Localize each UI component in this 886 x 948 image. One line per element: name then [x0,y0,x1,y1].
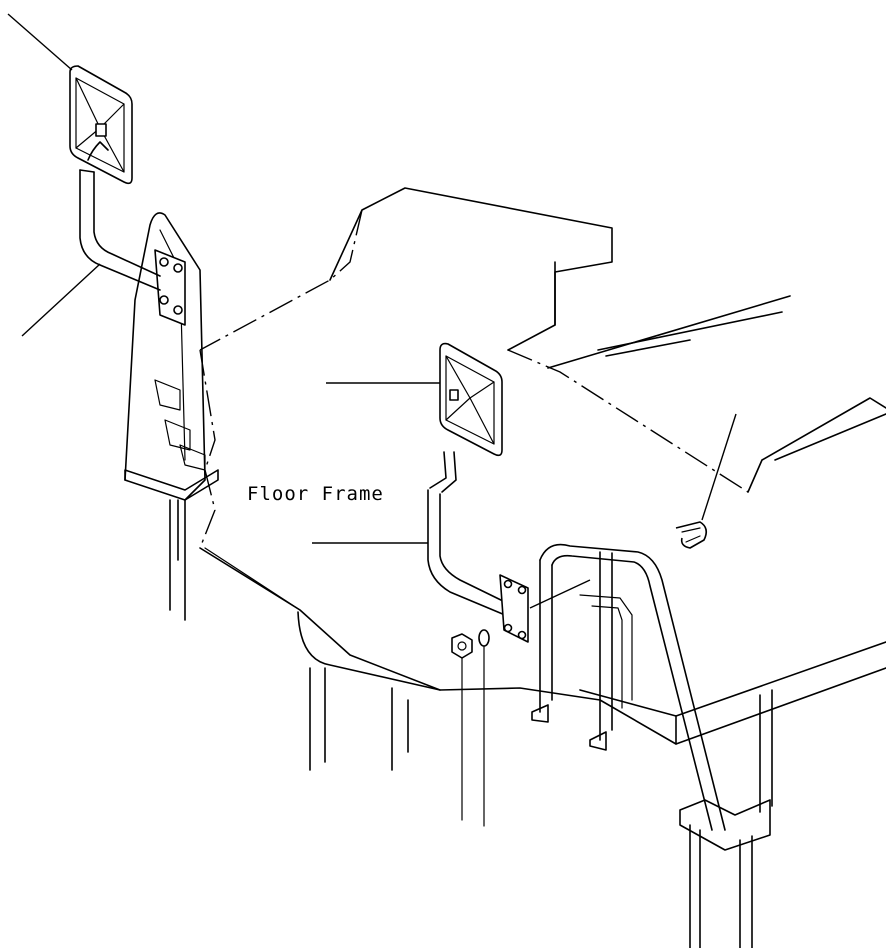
nut-and-washer [451,629,490,827]
left-mirror-arm [79,169,161,291]
u-bolt-clamp [675,521,708,549]
center-mirror-arm [427,451,506,616]
right-handrail [531,543,773,948]
left-bracket-plate [154,249,186,326]
center-mirror [439,342,503,457]
left-support-post [124,212,219,621]
leader-lines [7,13,737,609]
left-mirror [69,65,133,185]
center-bracket-plate [499,574,529,643]
floor-frame-body [199,187,886,771]
floor-frame-label: Floor Frame [247,483,384,505]
